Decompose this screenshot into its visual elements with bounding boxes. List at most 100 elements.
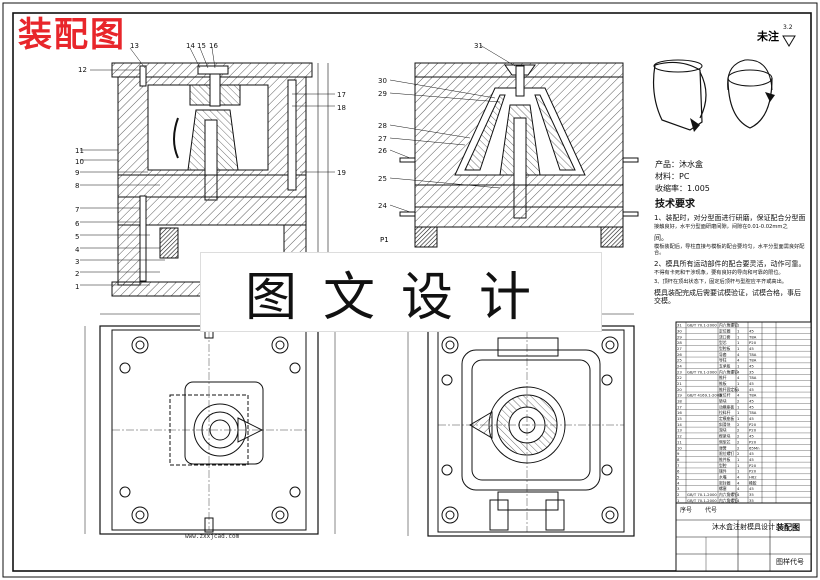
bom-cell: 楔紧块	[719, 434, 731, 439]
bom-cell: 推杆固定板	[719, 387, 738, 392]
bom-cell: 导柱	[719, 358, 727, 363]
bom-cell: 7	[677, 463, 680, 468]
part-number: 13	[130, 42, 139, 50]
bom-cell: 2	[737, 428, 740, 433]
bom-cell: 3	[677, 486, 680, 491]
bom-cell: 45	[749, 416, 754, 421]
part-number: 6	[75, 220, 80, 228]
part-number: 5	[75, 233, 80, 241]
part-number: 9	[75, 169, 80, 177]
product-sketch	[652, 35, 796, 132]
roughness-value: 3.2	[783, 24, 793, 31]
bom-cell: 19	[677, 393, 682, 398]
bom-cell: 45	[749, 486, 754, 491]
part-number: 28	[378, 122, 387, 130]
bom-cell: 复位杆	[719, 393, 731, 398]
bom-cell: 8	[677, 457, 680, 462]
bom-cell: 25	[677, 358, 682, 363]
bom-cell: T8A	[748, 334, 757, 339]
part-number: 16	[209, 42, 218, 50]
bom-cell: 支承板	[719, 364, 731, 369]
inner-border	[12, 12, 812, 572]
part-number: 30	[378, 77, 387, 85]
bom-cell: 水嘴	[719, 474, 727, 479]
bom-cell: 浇口套	[719, 334, 731, 339]
bom-cell: 4	[737, 369, 740, 374]
bom-cell: 5	[677, 474, 680, 479]
drawing-name: 装配图	[776, 523, 800, 532]
tech-line: 间。	[654, 234, 668, 243]
bom-cell: 4	[737, 498, 740, 503]
bom-cell: 22	[677, 375, 682, 380]
bom-cell: 30	[677, 328, 682, 333]
bom-cell: 45	[749, 404, 754, 409]
part-number: 12	[78, 66, 87, 74]
bom-cell: P20	[749, 463, 757, 468]
bom-cell: 45	[749, 399, 754, 404]
bom-cell: 内六角螺钉	[719, 369, 738, 374]
bom-cell: 拉料杆	[719, 410, 731, 415]
bom-cell: 4	[737, 352, 740, 357]
bom-cell: 45	[749, 387, 754, 392]
code-label: 图样代号	[776, 558, 804, 566]
bom-cell: 45	[749, 381, 754, 386]
bom-cell: 推板	[719, 381, 727, 386]
bom-cell: P20	[749, 439, 757, 444]
bom-cell: 35	[749, 498, 754, 503]
design-name: 沐水盒注射模具设计	[712, 523, 775, 531]
tech-requirements: 1、装配时，对分型面进行研磨，保证配合分型面接触良好，水平分型面研磨间隙，间隙在…	[654, 214, 806, 308]
bom-cell: 20	[677, 387, 682, 392]
bom-cell: 12	[677, 434, 682, 439]
bom-cell: P20	[749, 340, 757, 345]
bom-cell: 导套	[719, 352, 727, 357]
bom-cell: 动模座板	[719, 404, 734, 409]
bom-cell: 45	[749, 451, 754, 456]
bom-cell: 1	[737, 381, 740, 386]
bom-cell: 16	[677, 410, 682, 415]
part-number: 8	[75, 182, 80, 190]
bom-cell: 1	[737, 334, 740, 339]
bom-cell: 2	[737, 445, 740, 450]
bom-cell: 6	[677, 469, 680, 474]
part-number: 26	[378, 147, 387, 155]
bom-cell: 9	[677, 451, 680, 456]
bom-cell: 1	[737, 457, 740, 462]
part-number: 15	[197, 42, 206, 50]
bom-cell: P20	[749, 428, 757, 433]
watermark: 图文设计	[200, 252, 602, 332]
bom-cell: 定模座板	[719, 416, 734, 421]
bom-cell: 内六角螺钉	[719, 492, 738, 497]
part-number: 19	[337, 169, 346, 177]
bom-cell: 推杆	[719, 375, 727, 380]
part-number: 7	[75, 206, 80, 214]
bom-cell: GB/T 70.1-2000	[687, 323, 717, 328]
drawing-title: 装配图	[18, 15, 126, 55]
bom-cell: 4	[737, 480, 740, 485]
part-number: 4	[75, 246, 80, 254]
bom-cell: GB/T 70.1-2000	[687, 492, 717, 497]
bom-cell: 4	[737, 375, 740, 380]
side-section-view	[389, 44, 639, 248]
bom-cell: 镶件	[719, 469, 727, 474]
part-number: 3	[75, 258, 80, 266]
bom-cell: 密封圈	[719, 480, 731, 485]
bom-cell: GB/T 70.1-2000	[687, 498, 717, 503]
bom-cell: 内六角螺钉	[719, 498, 738, 503]
tech-line: 模板装配后，导柱直接与模板的配合要均匀，水平分型面需良好配合。	[654, 244, 805, 257]
bom-cell: 2	[737, 439, 740, 444]
col-code: 代号	[705, 507, 718, 514]
bom-cell: 1	[737, 346, 740, 351]
bom-cell: 4	[737, 486, 740, 491]
bom-cell: 11	[677, 439, 682, 444]
bom-cell: 4	[737, 393, 740, 398]
bom-cell: 定位圈	[719, 328, 731, 333]
tech-line: 3、顶杆在顶出状态下，固定后顶杆与型腔应平齐或高出。	[654, 279, 787, 286]
bom-cell: 螺塞	[719, 486, 727, 491]
bom-cell: 橡胶	[749, 480, 757, 485]
product-name: 产品：沐水盒	[655, 160, 703, 169]
bom-cell: 斜滑块	[719, 422, 731, 427]
bom-cell: 1	[737, 463, 740, 468]
part-number: 1	[75, 283, 80, 291]
tech-title: 技术要求	[655, 199, 695, 210]
tech-line: 2、模具所有运动部件的配合要灵活，动作可靠。	[654, 260, 806, 268]
